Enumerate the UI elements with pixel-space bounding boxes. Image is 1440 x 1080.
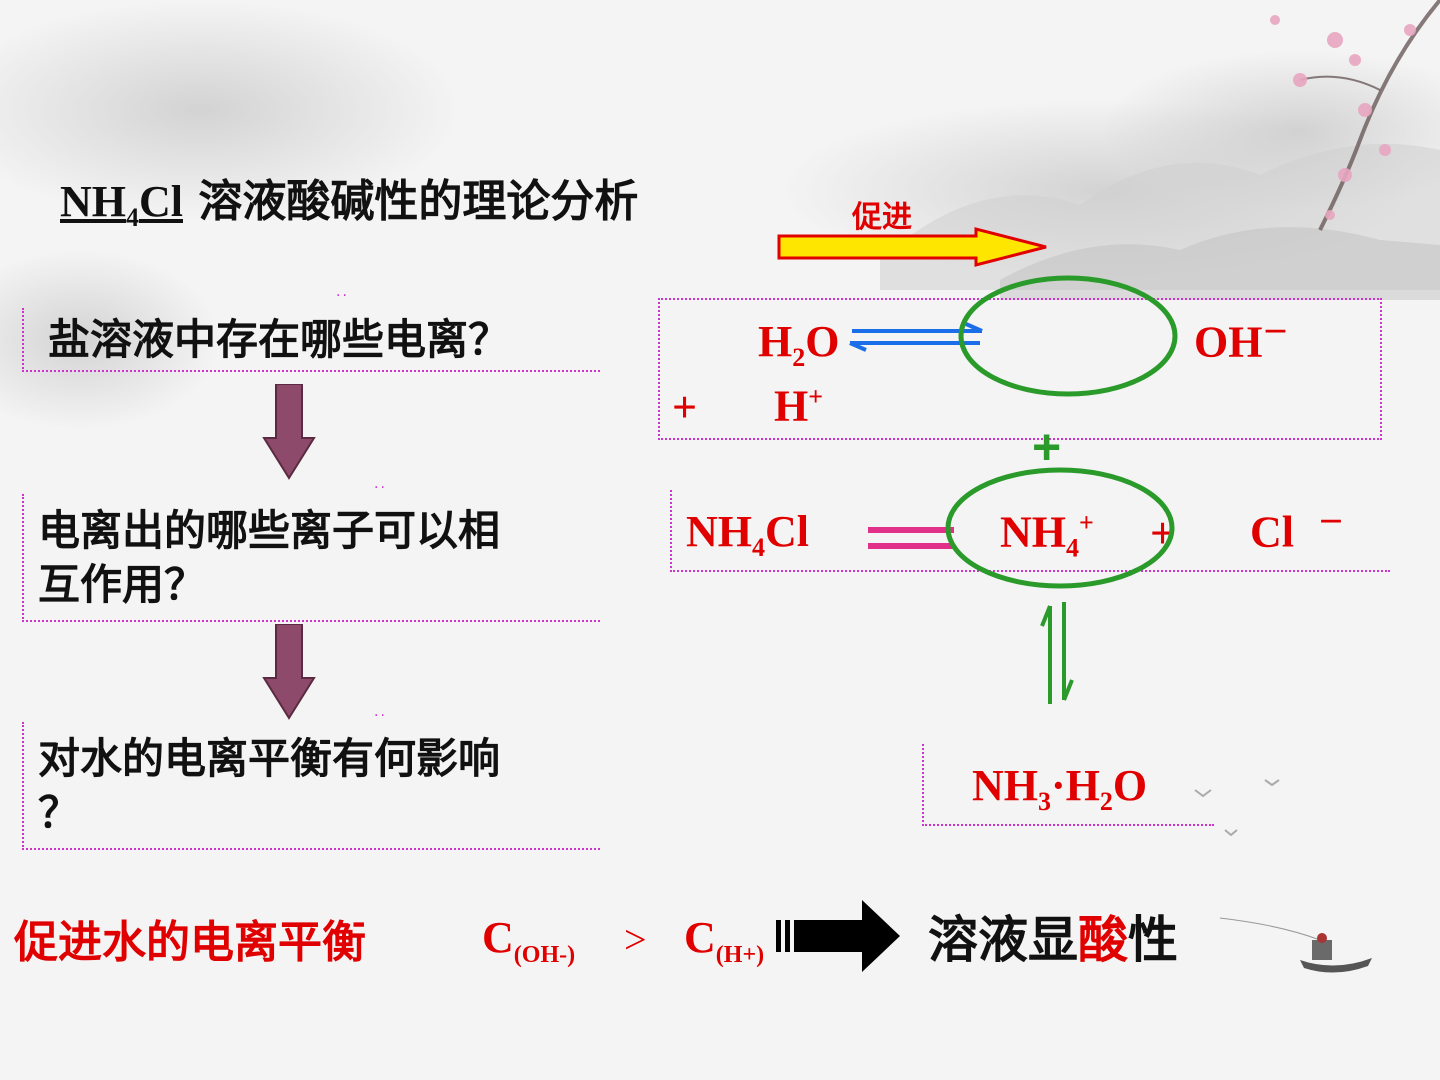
ammonia-hydrate-box <box>922 744 1214 826</box>
question-box-2 <box>22 494 600 622</box>
greater-than-sign: > <box>624 917 647 962</box>
ammonia-hydrate-formula: NH3·H2O <box>972 761 1148 816</box>
highlight-ellipse-bottom <box>945 467 1175 589</box>
chloride-ion: Cl－ <box>1250 507 1345 557</box>
ammonium-chloride-formula: NH4Cl <box>686 507 809 562</box>
promote-label: 促进 <box>852 200 912 235</box>
reversible-arrow-icon-green <box>1040 602 1074 704</box>
equals-sign-icon <box>868 527 954 549</box>
down-arrow-icon-2 <box>262 624 316 720</box>
dots-marker-2: ·· <box>374 480 387 496</box>
question-3-line-2: ？ <box>38 788 81 837</box>
hydrogen-ion: H+ <box>774 381 824 431</box>
dots-marker-3: ·· <box>374 708 387 724</box>
down-arrow-icon-1 <box>262 384 316 480</box>
question-1: 盐溶液中存在哪些电离？ <box>48 315 511 364</box>
question-3-line-1: 对水的电离平衡有何影响 <box>38 734 501 783</box>
question-2-line-1: 电离出的哪些离子可以相 <box>38 506 501 555</box>
dots-marker-1: ·· <box>336 288 349 304</box>
hydroxide-concentration: C(OH-) <box>482 913 576 968</box>
title-text: 溶液酸碱性的理论分析 <box>183 176 639 227</box>
solution-acidic-result: 溶液显酸性 <box>928 911 1178 969</box>
slide-title: NH4Cl 溶液酸碱性的理论分析 <box>60 165 638 233</box>
ammonium-ion: NH4+ <box>1000 507 1094 563</box>
water-plus-sign: + <box>672 383 698 432</box>
hydrogen-concentration: C(H+) <box>684 913 765 968</box>
promote-arrow-icon <box>777 227 1047 267</box>
acidic-highlight: 酸 <box>1078 911 1128 969</box>
question-box-3 <box>22 722 600 850</box>
water-ionization-box <box>658 298 1382 440</box>
question-2-line-2: 互作用？ <box>38 560 207 609</box>
nh4cl-ionization-box <box>670 490 1390 572</box>
question-box-1 <box>22 308 600 372</box>
result-arrow-icon <box>776 900 900 972</box>
combination-plus-sign: + <box>1032 419 1062 475</box>
title-formula: NH4Cl <box>60 177 183 232</box>
promote-water-ionization-statement: 促进水的电离平衡 <box>14 917 366 968</box>
question-3: 对水的电离平衡有何影响 ？ <box>38 732 500 840</box>
water-formula: H2O <box>758 317 840 372</box>
highlight-ellipse-top <box>958 275 1178 397</box>
hydroxide-ion: OH－ <box>1194 317 1289 367</box>
question-2: 电离出的哪些离子可以相 互作用？ <box>38 504 500 612</box>
